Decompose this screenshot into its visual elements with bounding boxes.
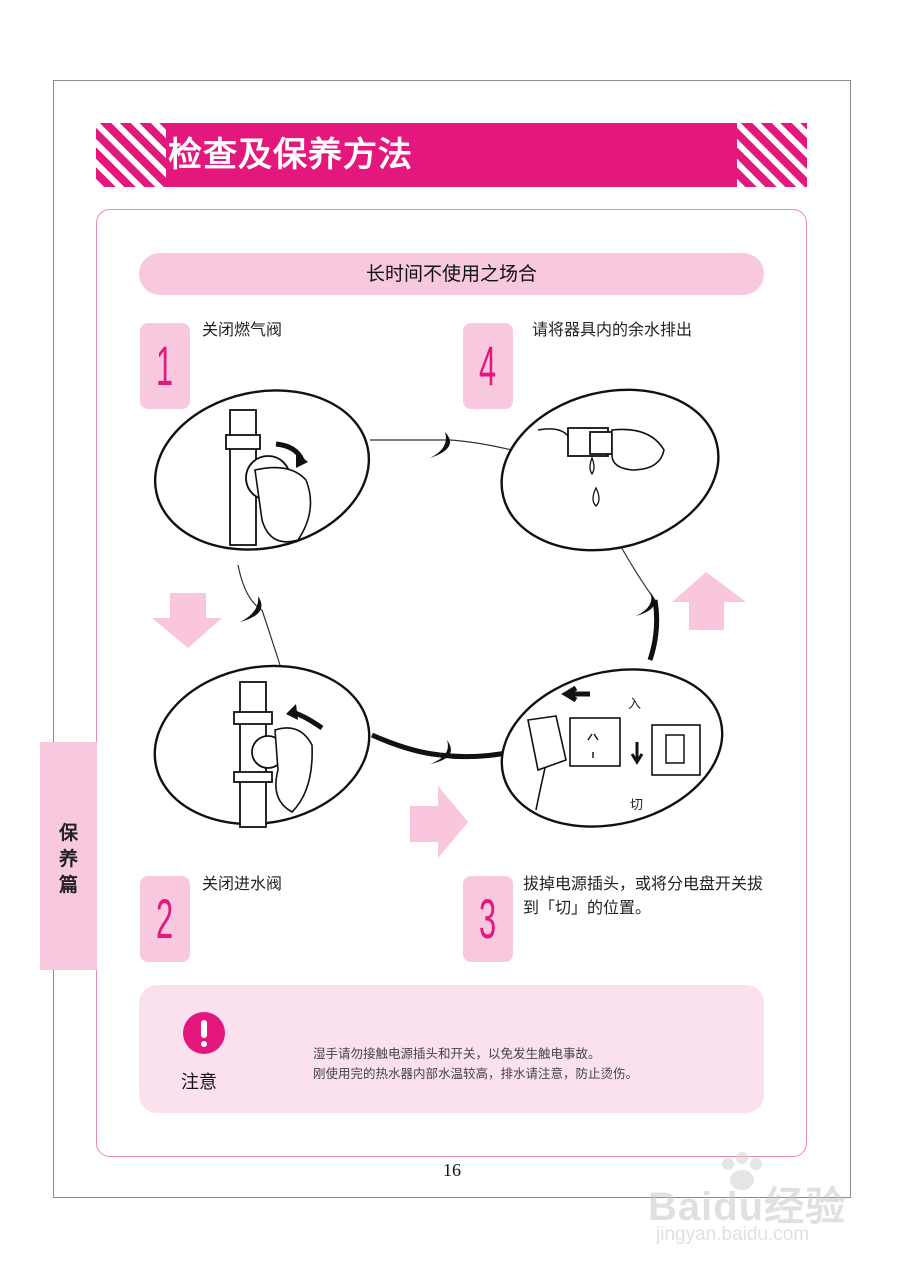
- switch-on-label: 入: [628, 693, 641, 712]
- cycle-connector-right: [620, 545, 655, 600]
- drain-water-illustration: [484, 368, 735, 573]
- switch-off-label: 切: [630, 794, 643, 813]
- caution-label: 注意: [168, 1068, 230, 1094]
- caution-line-2: 刚使用完的热水器内部水温较高，排水请注意，防止烫伤。: [313, 1063, 638, 1082]
- caution-line-1: 湿手请勿接触电源插头和开关，以免发生触电事故。: [313, 1043, 601, 1062]
- arrow-right-icon: [410, 786, 468, 858]
- baidu-watermark: Baidu经验 jingyan.baidu.com: [642, 1152, 857, 1252]
- arrow-up-icon: [672, 572, 746, 630]
- cycle-connector-right-thick: [650, 600, 657, 660]
- arrow-down-icon: [152, 593, 222, 648]
- gas-valve-illustration: [140, 371, 384, 568]
- power-switch-illustration: [485, 647, 739, 849]
- cycle-connector-bottom: [372, 735, 440, 755]
- crescent-mark: [636, 592, 655, 616]
- crescent-mark: [430, 432, 450, 458]
- cycle-connector-left-lower: [262, 610, 280, 665]
- exclamation-icon: [183, 1012, 225, 1054]
- water-valve-illustration: [142, 649, 382, 840]
- watermark-url: jingyan.baidu.com: [656, 1224, 809, 1246]
